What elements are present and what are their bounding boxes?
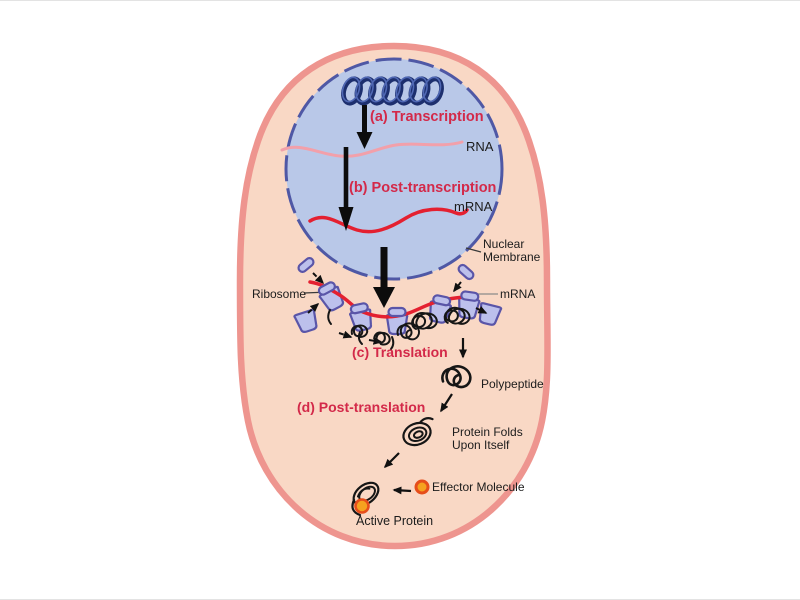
nuclear-membrane-label-line1: Nuclear xyxy=(483,237,525,251)
rna-strand xyxy=(280,140,464,158)
mrna-cytoplasm-label: mRNA xyxy=(500,287,536,301)
transcription-arrow xyxy=(356,105,373,149)
protein-folds-label-line1: Protein Folds xyxy=(452,425,523,439)
effector-molecule-icon xyxy=(414,479,430,495)
ribosome-small-subunit xyxy=(387,306,407,318)
nuclear-membrane-label-line2: Membrane xyxy=(483,250,541,264)
growing-polypeptide-chains xyxy=(327,305,472,350)
mrna-nucleus-label: mRNA xyxy=(454,199,493,214)
dna-helix-icon xyxy=(341,76,444,106)
effector-molecule-label: Effector Molecule xyxy=(432,480,525,494)
nuclear-export-arrow xyxy=(373,247,395,308)
stage-a-transcription-label: (a) Transcription xyxy=(370,109,484,125)
stage-c-translation-label: (c) Translation xyxy=(352,344,448,360)
protein-folds-label: Protein Folds Upon Itself xyxy=(452,426,523,452)
stage-d-post-translation-label: (d) Post-translation xyxy=(297,399,426,415)
protein-folds-label-line2: Upon Itself xyxy=(452,438,510,452)
folded-protein-icon xyxy=(402,417,434,447)
post-transcription-arrow xyxy=(338,147,354,231)
active-protein-label: Active Protein xyxy=(356,514,434,528)
process-flow-arrows xyxy=(383,338,467,495)
active-protein-icon xyxy=(351,481,380,517)
ribosome-small-subunit xyxy=(459,289,480,303)
nucleus xyxy=(284,57,504,281)
polypeptide-label: Polypeptide xyxy=(481,377,544,391)
mrna-strand-nucleus xyxy=(308,207,469,234)
ribosome-label: Ribosome xyxy=(252,287,307,301)
rna-label: RNA xyxy=(466,139,494,154)
stage-b-post-transcription-label: (b) Post-transcription xyxy=(349,180,497,196)
nuclear-membrane-pointer-line xyxy=(465,247,482,253)
nuclear-membrane-label: Nuclear Membrane xyxy=(483,238,540,264)
